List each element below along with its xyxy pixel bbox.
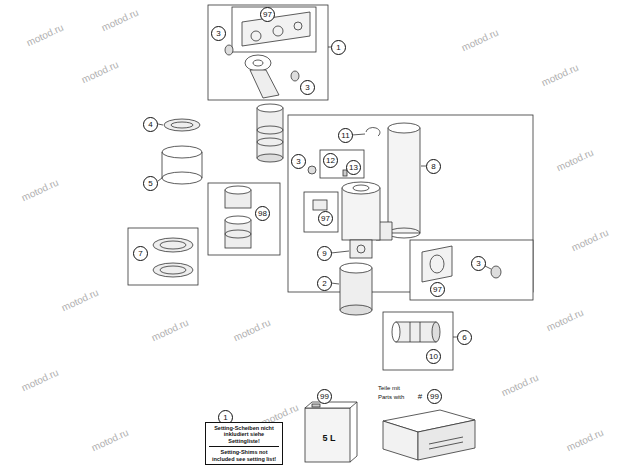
- note-text: Parts with: [378, 394, 404, 401]
- callout-number: 99: [427, 389, 442, 404]
- watermark: motod.ru: [555, 147, 595, 174]
- callout-number: 5: [143, 176, 158, 191]
- note-box: Setting-Scheiben nicht inkludiert siehe …: [205, 422, 283, 466]
- callout-number: 97: [260, 7, 275, 22]
- watermark: motod.ru: [150, 317, 190, 344]
- callout-number: 4: [143, 117, 158, 132]
- watermark: motod.ru: [565, 427, 605, 454]
- watermark: motod.ru: [20, 367, 60, 394]
- callout-number: 6: [457, 330, 472, 345]
- watermark: motod.ru: [100, 7, 140, 34]
- watermark: motod.ru: [460, 27, 500, 54]
- watermark: motod.ru: [570, 227, 610, 254]
- callout-number: 97: [430, 282, 445, 297]
- callout-number: 7: [133, 246, 148, 261]
- callout-number: 99: [317, 389, 332, 404]
- callout-number: 1: [331, 40, 346, 55]
- watermark: motod.ru: [90, 427, 130, 454]
- note-text: Teile mit: [378, 385, 400, 392]
- watermark: motod.ru: [500, 372, 540, 399]
- watermark: motod.ru: [60, 287, 100, 314]
- note-text: Setting-Shims not included see setting l…: [209, 446, 279, 462]
- callout-number: 9: [317, 246, 332, 261]
- callout-number: 11: [338, 128, 353, 143]
- callout-number: 3: [211, 26, 226, 41]
- callout-number: 13: [346, 160, 361, 175]
- callout-number: 8: [426, 159, 441, 174]
- note-text: Setting-Scheiben nicht inkludiert siehe …: [209, 425, 279, 445]
- callout-number: 12: [323, 153, 338, 168]
- watermark: motod.ru: [80, 59, 120, 86]
- callout-number: 98: [255, 206, 270, 221]
- callout-number: 3: [471, 256, 486, 271]
- callout-number: 3: [300, 80, 315, 95]
- callout-number: 10: [426, 349, 441, 364]
- note-text: #: [418, 393, 422, 400]
- watermark: motod.ru: [540, 62, 580, 89]
- can-label: 5 L: [322, 433, 335, 443]
- watermark: motod.ru: [20, 177, 60, 204]
- callout-number: 3: [291, 154, 306, 169]
- watermark: motod.ru: [25, 22, 65, 49]
- watermark: motod.ru: [545, 307, 585, 334]
- callout-number: 2: [317, 276, 332, 291]
- watermark: motod.ru: [232, 317, 272, 344]
- callout-number: 97: [318, 211, 333, 226]
